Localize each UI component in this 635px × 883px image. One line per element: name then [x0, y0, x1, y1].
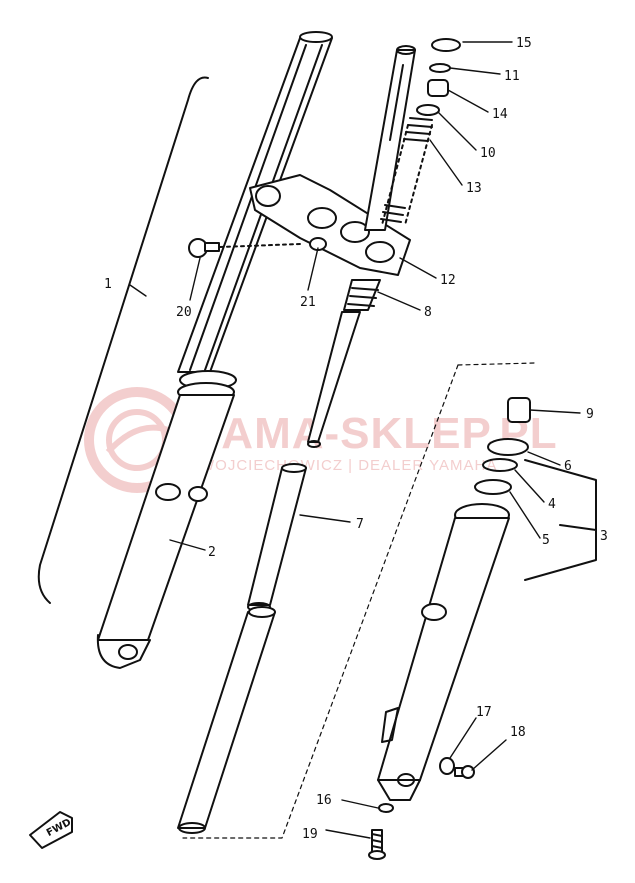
lower-inner-tube	[177, 606, 276, 834]
callout-10: 10	[480, 146, 496, 161]
bushing-9	[507, 397, 531, 423]
fwd-arrow-icon	[29, 811, 73, 849]
upper-bracket	[249, 174, 411, 276]
callout-21: 21	[300, 295, 316, 310]
callout-19: 19	[302, 827, 318, 842]
callout-3: 3	[600, 529, 608, 544]
callout-18: 18	[510, 725, 526, 740]
seal-5	[474, 479, 512, 495]
washer-17	[439, 757, 455, 775]
assembly-outline	[182, 362, 536, 839]
right-outer-tube	[377, 503, 510, 801]
callout-11: 11	[504, 69, 520, 84]
callout-8: 8	[424, 305, 432, 320]
ring-6	[487, 438, 529, 456]
callout-7: 7	[356, 517, 364, 532]
bracket-1	[37, 76, 209, 604]
steering-stem	[364, 45, 416, 231]
callout-15: 15	[516, 36, 532, 51]
callout-12: 12	[440, 273, 456, 288]
callout-17: 17	[476, 705, 492, 720]
left-outer-tube	[96, 370, 237, 669]
washer-10	[416, 104, 440, 116]
bolt-18	[454, 765, 475, 779]
bolt-19	[368, 829, 386, 860]
callout-20: 20	[176, 305, 192, 320]
callout-4: 4	[548, 497, 556, 512]
watermark-subtitle: WOJCIECHOWICZ | DEALER YAMAHA	[200, 457, 497, 474]
callout-6: 6	[564, 459, 572, 474]
callout-14: 14	[492, 107, 508, 122]
spacer-7	[247, 463, 307, 612]
callout-2: 2	[208, 545, 216, 560]
callout-1: 1	[104, 277, 112, 292]
spring-13	[380, 117, 433, 226]
washer-16	[378, 803, 394, 813]
oring-11	[429, 63, 451, 73]
bolt-20	[188, 238, 301, 258]
cap-15	[431, 38, 461, 52]
callout-16: 16	[316, 793, 332, 808]
damper-rod-8	[307, 279, 381, 448]
callout-5: 5	[542, 533, 550, 548]
callout-9: 9	[586, 407, 594, 422]
callout-numbers: 1 2 3 4 5 6 7 8 9 10 11 12 13 14 15 16 1…	[104, 36, 608, 842]
collar-14	[427, 79, 449, 97]
clip-4	[482, 458, 518, 472]
leader-lines	[129, 41, 581, 839]
bracket-3	[524, 459, 597, 581]
callout-13: 13	[466, 181, 482, 196]
